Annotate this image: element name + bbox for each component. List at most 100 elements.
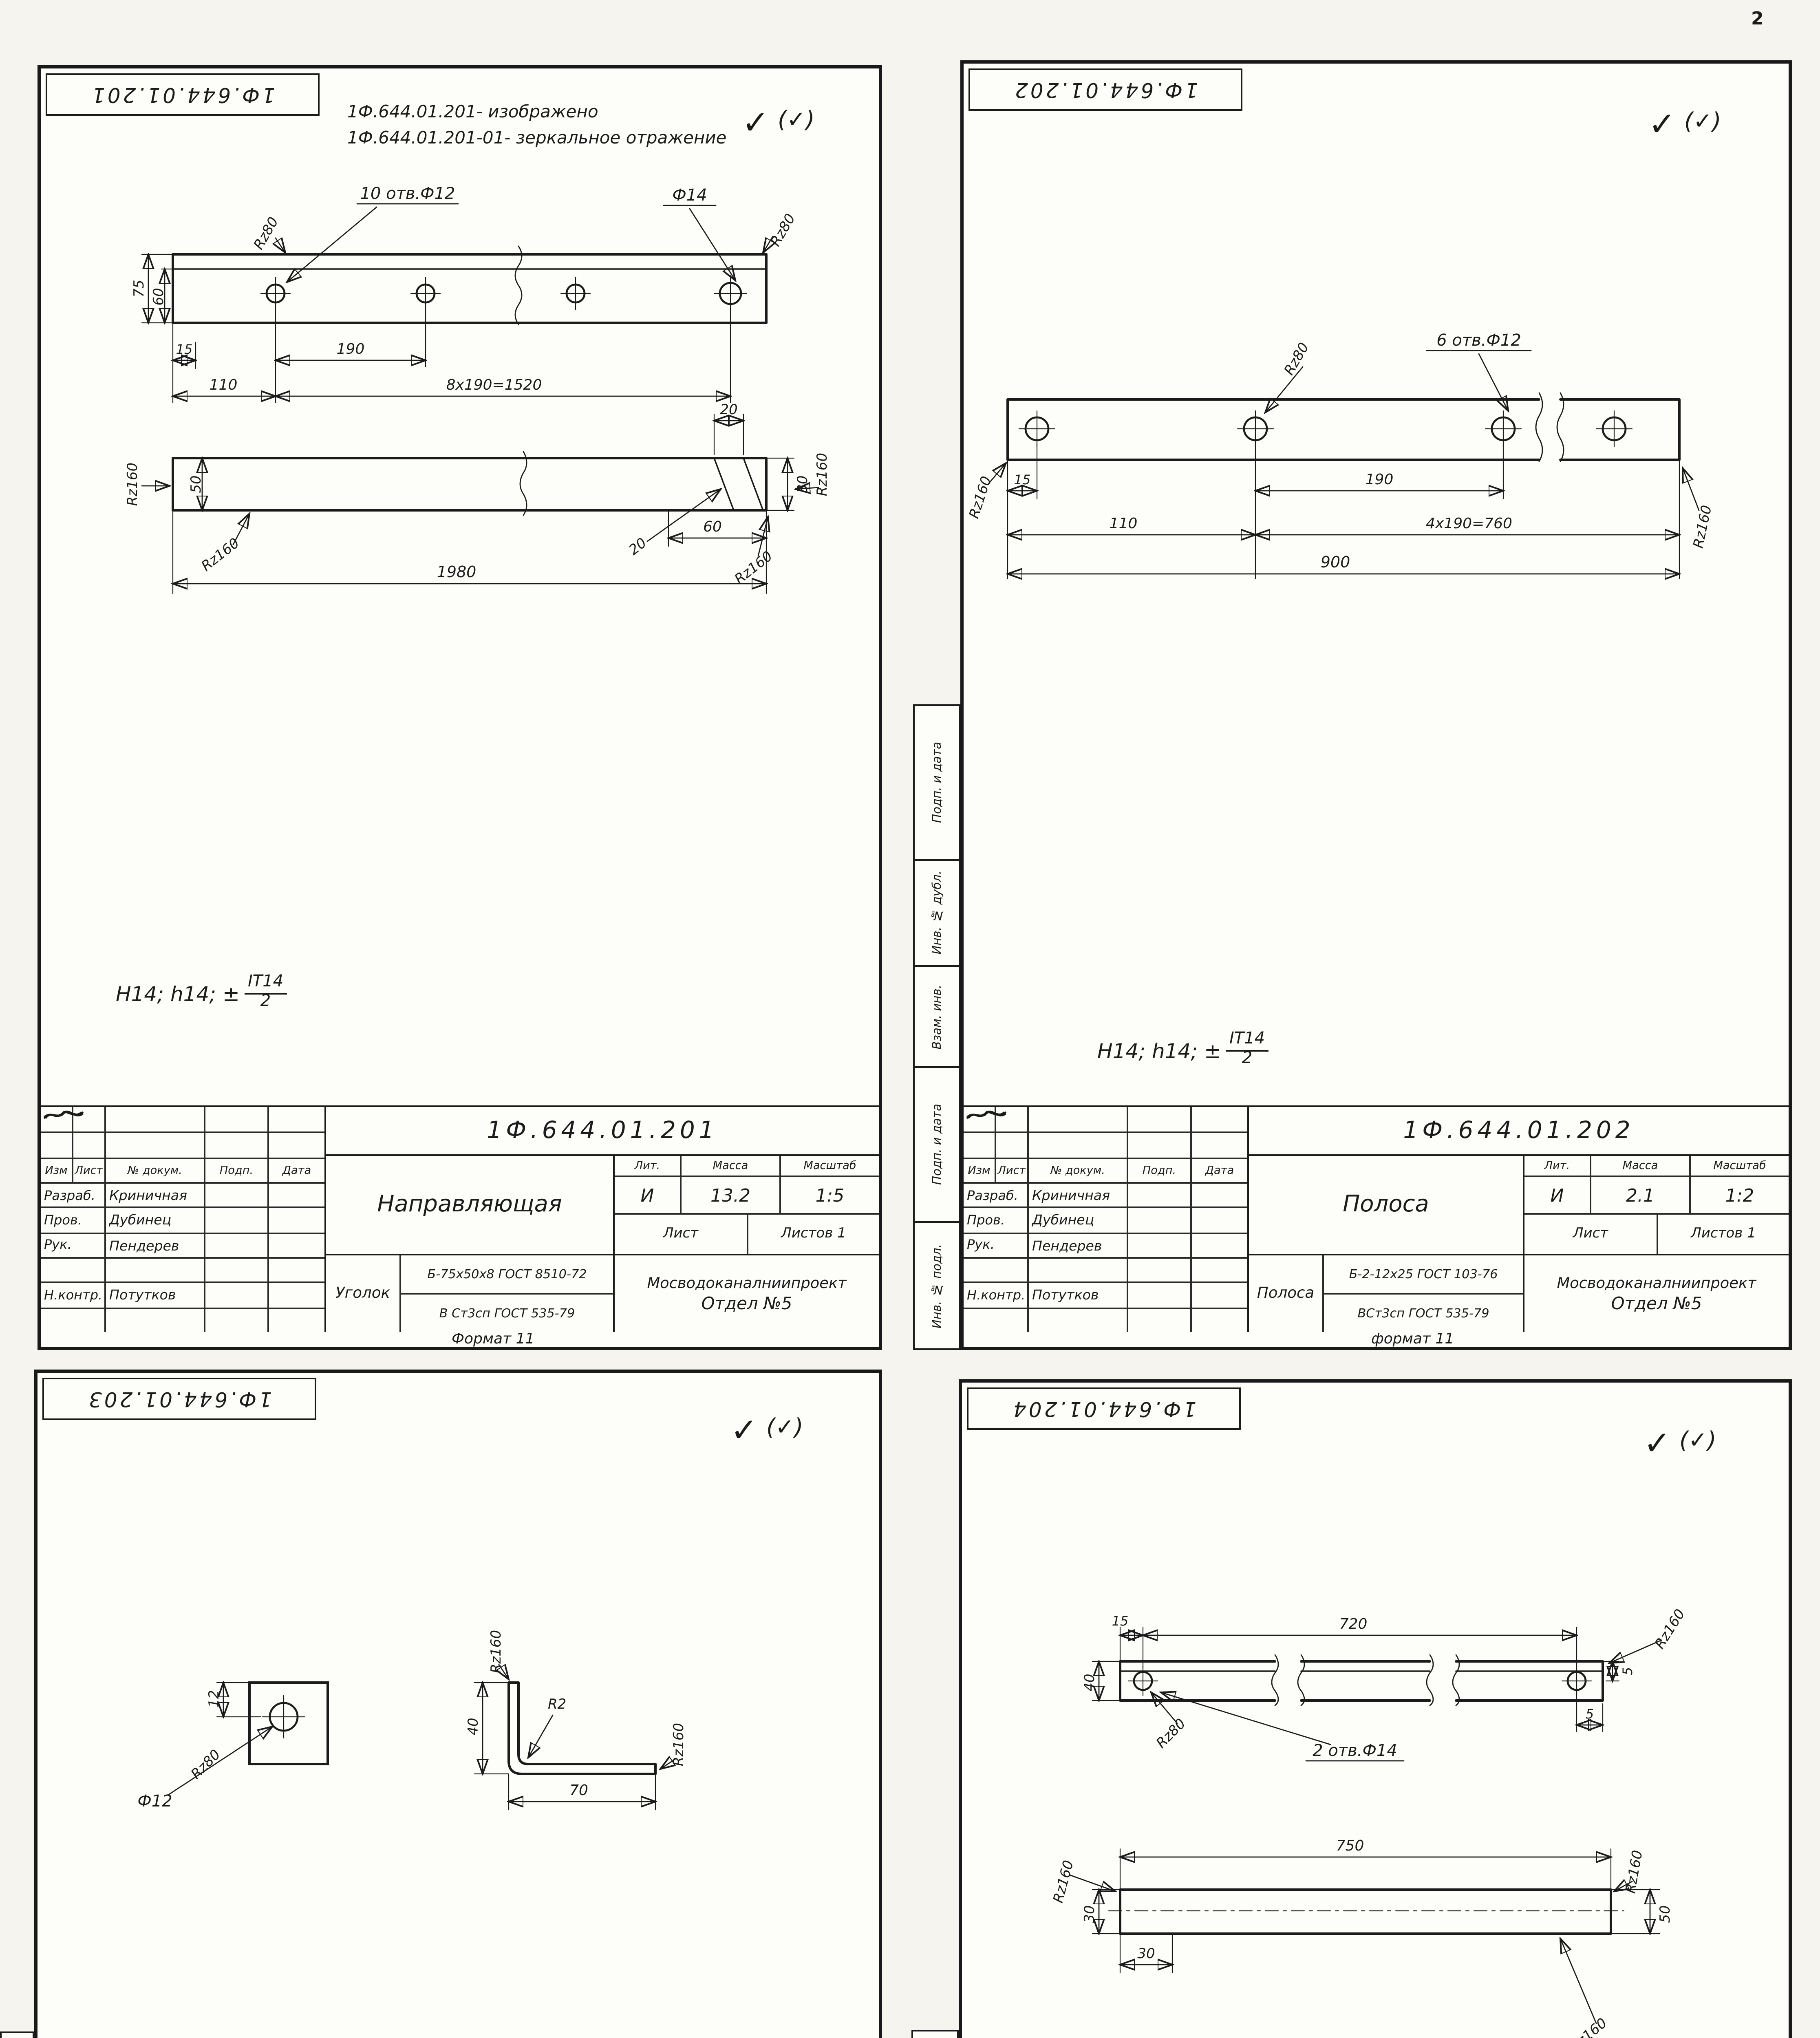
margin-column: Подп. и дата Инв. № дубл. Взам. инв. Под… [913, 704, 960, 1350]
person-row: Рук.Пендерев [41, 1111, 324, 1257]
mass-value: 2.1 [1590, 1177, 1689, 1213]
dim-label: 15 [1014, 472, 1031, 487]
dim-label: 40 [465, 1718, 481, 1735]
person-row: Разраб.Криничная [964, 1111, 1247, 1207]
dim-label: 4х190=760 [1426, 515, 1512, 532]
scale-value: 1:5 [779, 1177, 879, 1213]
part-outline [1006, 392, 1681, 462]
corner-stamp-number: 1Ф.644.01.204 [1011, 1396, 1197, 1421]
signature-cell [45, 1111, 269, 1257]
margin-cell: Инв. № дубл. [913, 859, 960, 965]
part-outline-plate [248, 1681, 329, 1765]
dim-label: 60 [150, 288, 167, 305]
part-outline-bend [507, 1681, 657, 1775]
part-outline-view1 [172, 245, 768, 325]
revision-row [964, 1107, 1247, 1132]
roughness-check-icon: ✓ [742, 104, 769, 141]
part-outline-view2 [172, 451, 768, 516]
page-number: 2 [1751, 8, 1764, 29]
diameter-callout: Ф14 [672, 186, 707, 205]
dim-label: 110 [210, 377, 238, 393]
dim-label: 30 [794, 475, 811, 493]
roughness-label: Rz160 [1566, 2015, 1610, 2038]
dim-label: 12 [206, 1690, 222, 1707]
corner-stamp: 1Ф.644.01.203 [42, 1378, 316, 1420]
person-row: Н.контр.Потутков [41, 1110, 324, 1307]
signature-cell [966, 1111, 1192, 1207]
scale-value: 1:2 [1689, 1177, 1789, 1213]
signature-cell [966, 1110, 1192, 1232]
person-row: Рук.Пендерев [964, 1111, 1247, 1257]
dim-label: 190 [1366, 471, 1394, 488]
roughness-label: Rz160 [814, 453, 830, 496]
signature-cell [968, 1111, 1192, 1257]
technical-drawing-203: ✓ (✓) 12 Ф12 Rz80 Rz160 [137, 1411, 803, 1811]
revision-row [41, 1132, 324, 1157]
dimensions: Rz80 6 отв.Ф12 Rz160 Rz160 15 190 110 4х… [966, 331, 1715, 579]
diameter-callout: Ф12 [137, 1792, 172, 1811]
part-outline-view2 [1108, 1888, 1625, 1935]
person-row: Пров.Дубинец [964, 1110, 1247, 1232]
dimensions-view2: 750 30 Rz160 Rz160 50 30 Rz160 [1050, 1837, 1673, 2038]
dim-label: 50 [1657, 1905, 1673, 1923]
dimensions-view2: 20 Rz160 50 60 20 1980 30 Rz160 Rz160 [124, 401, 830, 594]
drawing-note: 1Ф.644.01.201- изображено [347, 101, 598, 121]
part-outline-view1 [1119, 1654, 1604, 1706]
signature-cell [43, 1111, 269, 1207]
sheets-count: Листов 1 [747, 1215, 879, 1254]
person-row [964, 1307, 1247, 1332]
signature-cell [43, 1110, 269, 1232]
person-row [41, 1307, 324, 1332]
dim-label: 5 [1586, 1706, 1594, 1722]
roughness-label: Rz160 [198, 535, 242, 574]
lit-value: И [1550, 1184, 1564, 1206]
margin-column: Подп. и дата Инв. № дубл. Взам. инв. Под… [0, 2031, 34, 2038]
margin-cell: Подп. и дата [0, 2031, 34, 2038]
roughness-parens-icon: (✓) [1684, 108, 1721, 135]
roughness-parens-icon: (✓) [778, 106, 815, 133]
person-row: Разраб.Криничная [41, 1111, 324, 1207]
roughness-label: Rz160 [671, 1723, 687, 1766]
dim-label: 900 [1321, 553, 1350, 571]
roughness-label: Rz80 [250, 214, 282, 252]
drawing-note: 1Ф.644.01.201-01- зеркальное отражение [347, 128, 727, 148]
dimensions-view1: 15 720 40 Rz160 Rz80 2 отв.Ф14 5 5 [1081, 1606, 1688, 1762]
dim-label: 750 [1336, 1837, 1364, 1854]
margin-cell: Подп. и дата [911, 2030, 959, 2038]
corner-stamp-number: 1Ф.644.01.203 [86, 1387, 272, 1411]
format-label: формат 11 [1371, 1332, 1454, 1348]
signature-cell [966, 1110, 1192, 1307]
corner-stamp: 1Ф.644.01.201 [46, 73, 320, 116]
tolerance-text: H14; h14; ± [1097, 1038, 1221, 1062]
roughness-label: Rz160 [1050, 1859, 1077, 1905]
holes-callout: 10 отв.Ф12 [360, 184, 455, 203]
roughness-label: Rz160 [1652, 1606, 1688, 1652]
doc-number: 1Ф.644.01.201 [326, 1107, 879, 1156]
roughness-label: Rz80 [1281, 340, 1312, 378]
roughness-label: Rz80 [767, 211, 799, 249]
sheet-202: ✓ (✓) Rz80 6 отв.Ф12 Rz160 Rz160 [960, 60, 1792, 1350]
sheet-201: ✓ (✓) 1Ф.644.01.201- изображено 1Ф.644.0… [38, 65, 882, 1350]
sheets-count: Листов 1 [1657, 1215, 1789, 1254]
signature-cell [43, 1110, 269, 1307]
dim-label: 30 [1137, 1945, 1155, 1962]
dimensions-bend: Rz160 40 R2 70 Rz160 [465, 1630, 687, 1811]
dim-label: 20 [626, 535, 650, 558]
lit-value: И [640, 1184, 654, 1206]
dim-label: 110 [1110, 515, 1138, 532]
dim-label: 15 [1112, 1613, 1129, 1629]
